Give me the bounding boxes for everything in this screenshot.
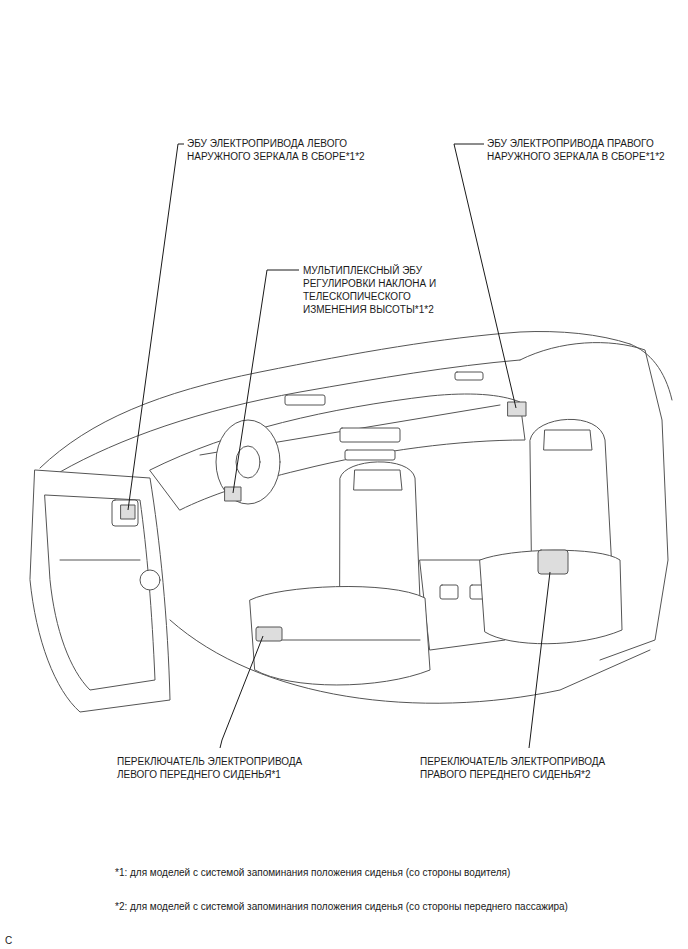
leader-line bbox=[220, 636, 263, 748]
part-label: ЭБУ ЭЛЕКТРОПРИВОДА ПРАВОГО НАРУЖНОГО ЗЕР… bbox=[487, 137, 683, 163]
footnote: *2: для моделей с системой запоминания п… bbox=[115, 900, 568, 913]
leader-line bbox=[128, 144, 184, 510]
figure-code: C bbox=[5, 934, 12, 947]
part-label: ПЕРЕКЛЮЧАТЕЛЬ ЭЛЕКТРОПРИВОДА ЛЕВОГО ПЕРЕ… bbox=[117, 755, 337, 781]
part-label: ПЕРЕКЛЮЧАТЕЛЬ ЭЛЕКТРОПРИВОДА ПРАВОГО ПЕР… bbox=[420, 755, 640, 781]
footnote: *1: для моделей с системой запоминания п… bbox=[115, 866, 510, 879]
leader-line bbox=[233, 270, 299, 493]
part-label: ЭБУ ЭЛЕКТРОПРИВОДА ЛЕВОГО НАРУЖНОГО ЗЕРК… bbox=[187, 137, 402, 163]
leader-line bbox=[529, 572, 550, 748]
leader-line bbox=[454, 144, 516, 408]
part-label: МУЛЬТИПЛЕКСНЫЙ ЭБУ РЕГУЛИРОВКИ НАКЛОНА И… bbox=[303, 264, 441, 316]
